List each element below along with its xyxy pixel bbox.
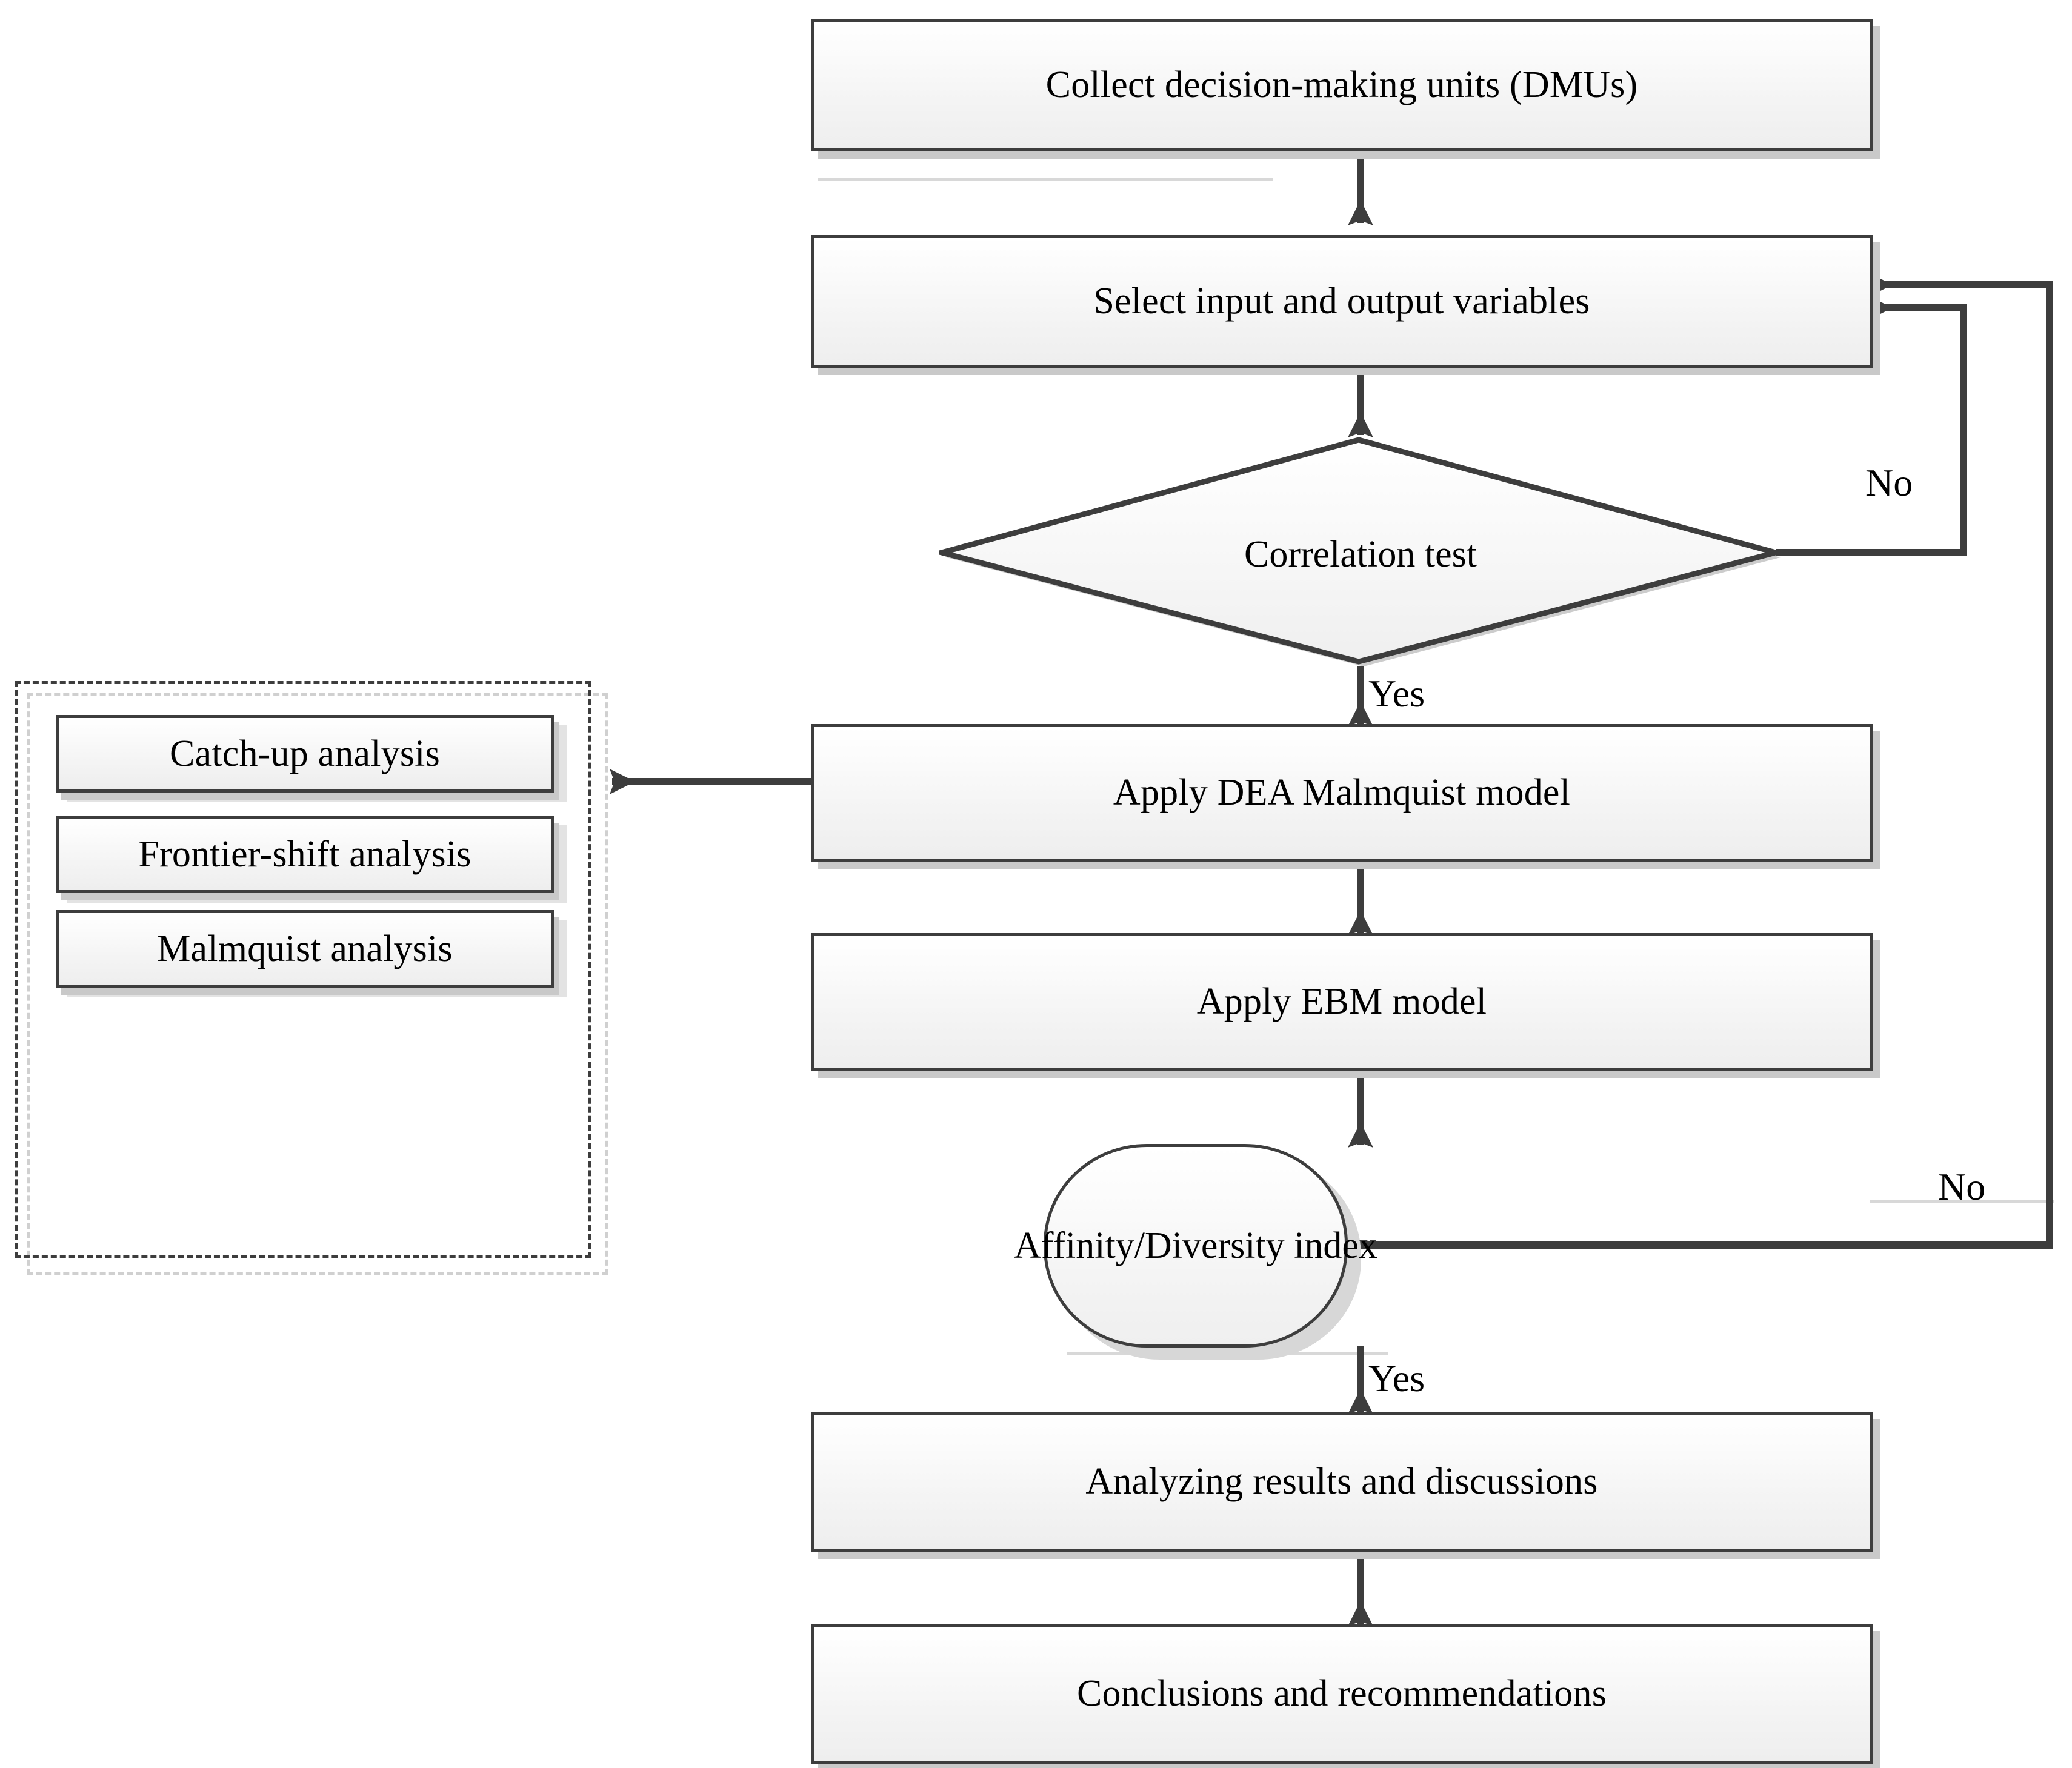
node-apply-dea-malmquist-label: Apply DEA Malmquist model: [1113, 772, 1571, 814]
analysis-group-container: [15, 681, 591, 1258]
group-item-malmquist-analysis-label: Malmquist analysis: [157, 928, 453, 969]
analysis-group-shadow: [27, 693, 608, 1275]
node-conclusions-label: Conclusions and recommendations: [1076, 1673, 1607, 1715]
node-conclusions[interactable]: Conclusions and recommendations: [811, 1624, 1873, 1764]
node-correlation-test[interactable]: Correlation test: [931, 435, 1787, 673]
node-select-variables-label: Select input and output variables: [1093, 281, 1590, 322]
node-apply-ebm[interactable]: Apply EBM model: [811, 933, 1873, 1071]
node-collect-dmus[interactable]: Collect decision-making units (DMUs): [811, 19, 1873, 151]
edge-label-affinity-no: No: [1938, 1165, 1986, 1208]
group-item-frontier-shift-analysis[interactable]: Frontier-shift analysis: [56, 816, 554, 893]
node-analyzing-results-label: Analyzing results and discussions: [1085, 1461, 1598, 1503]
correlation-test-shape: [931, 437, 1787, 666]
group-item-malmquist-analysis[interactable]: Malmquist analysis: [56, 910, 554, 988]
group-item-catch-up-analysis[interactable]: Catch-up analysis: [56, 715, 554, 793]
node-select-variables[interactable]: Select input and output variables: [811, 235, 1873, 368]
node-affinity-diversity-index[interactable]: Affinity/Diversity index: [1014, 1144, 1377, 1348]
node-collect-dmus-label: Collect decision-making units (DMUs): [1045, 64, 1638, 106]
edge-label-correlation-no: No: [1865, 461, 1913, 504]
group-item-frontier-shift-analysis-label: Frontier-shift analysis: [138, 833, 471, 875]
node-apply-dea-malmquist[interactable]: Apply DEA Malmquist model: [811, 724, 1873, 862]
group-item-catch-up-analysis-label: Catch-up analysis: [170, 733, 440, 774]
node-apply-ebm-label: Apply EBM model: [1196, 981, 1487, 1023]
node-analyzing-results[interactable]: Analyzing results and discussions: [811, 1412, 1873, 1552]
node-affinity-diversity-index-label: Affinity/Diversity index: [1014, 1225, 1377, 1266]
edge-label-affinity-yes: Yes: [1368, 1357, 1425, 1400]
edge-label-correlation-yes: Yes: [1368, 672, 1425, 715]
node-correlation-test-label: Correlation test: [1244, 534, 1477, 575]
